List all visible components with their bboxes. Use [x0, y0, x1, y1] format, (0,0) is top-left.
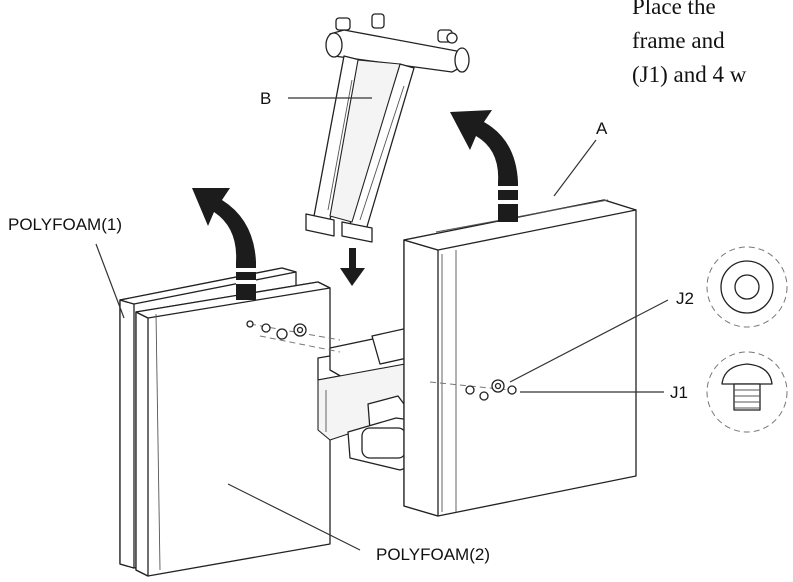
- left-fasteners: [246, 320, 341, 353]
- bolt-detail-icon: [706, 351, 788, 433]
- polyfoam-2-block: [135, 281, 331, 577]
- instruction-text: Place the frame and (J1) and 4 w: [632, 0, 747, 87]
- label-j1: J1: [670, 383, 688, 402]
- lift-arrow-left-icon: [192, 188, 256, 300]
- instruction-line-3: (J1) and 4 w: [632, 62, 747, 87]
- label-a: A: [596, 119, 608, 138]
- washer-detail-icon: [706, 246, 788, 328]
- leader-lines: [95, 97, 669, 551]
- label-j2: J2: [676, 289, 694, 308]
- part-b-top-bracket: [305, 13, 470, 243]
- lift-arrow-right-icon: [450, 110, 518, 222]
- part-labels: B A POLYFOAM(1) J2 J1 POLYFOAM(2): [8, 89, 694, 564]
- label-polyfoam-1: POLYFOAM(1): [8, 215, 122, 234]
- instruction-line-2: frame and: [632, 28, 725, 53]
- label-polyfoam-2: POLYFOAM(2): [376, 545, 490, 564]
- right-fasteners: [429, 379, 517, 401]
- down-arrow-icon: [340, 248, 365, 286]
- label-b: B: [260, 89, 271, 108]
- part-a-block: [403, 199, 637, 517]
- instruction-line-1: Place the: [632, 0, 716, 19]
